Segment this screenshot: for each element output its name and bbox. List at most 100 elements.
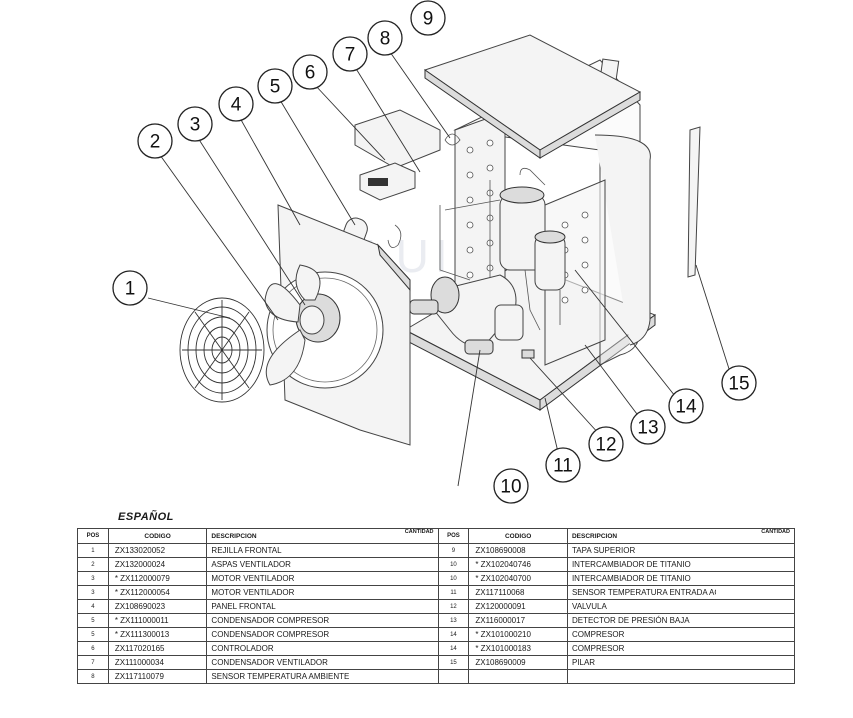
header-cantidad: CANTIDAD bbox=[355, 528, 439, 544]
pillar bbox=[687, 126, 701, 278]
part-description: CONDENSADOR VENTILADOR bbox=[206, 655, 356, 670]
svg-text:3: 3 bbox=[190, 115, 201, 136]
part-pos: 10 bbox=[437, 571, 470, 586]
svg-text:4: 4 bbox=[231, 95, 242, 116]
svg-text:7: 7 bbox=[345, 45, 356, 66]
part-pos: 9 bbox=[437, 543, 470, 558]
part-description: SENSOR TEMPERATURA ENTRADA AGUA bbox=[566, 585, 717, 600]
part-pos: 7 bbox=[77, 655, 109, 670]
part-description: DETECTOR DE PRESIÓN BAJA bbox=[566, 613, 717, 628]
part-code: ZX108690023 bbox=[107, 599, 208, 614]
part-code: ZX116000017 bbox=[468, 613, 568, 628]
part-quantity bbox=[716, 641, 796, 656]
part-quantity bbox=[716, 627, 796, 642]
svg-text:10: 10 bbox=[500, 477, 521, 498]
part-description bbox=[566, 669, 717, 684]
part-pos bbox=[437, 669, 470, 684]
svg-text:13: 13 bbox=[637, 418, 658, 439]
part-pos: 14 bbox=[437, 627, 470, 642]
part-quantity bbox=[716, 571, 796, 586]
part-pos: 5 bbox=[77, 613, 109, 628]
part-quantity bbox=[355, 571, 439, 586]
part-description: VALVULA bbox=[566, 599, 717, 614]
part-code: ZX120000091 bbox=[468, 599, 568, 614]
header-pos: POS bbox=[437, 528, 470, 544]
part-pos: 1 bbox=[77, 543, 109, 558]
titanium-heat-exchanger bbox=[409, 274, 524, 355]
part-code: ZX117020165 bbox=[107, 641, 208, 656]
svg-text:2: 2 bbox=[150, 132, 161, 153]
part-pos: 2 bbox=[77, 557, 109, 572]
part-quantity bbox=[716, 557, 796, 572]
part-quantity bbox=[355, 585, 439, 600]
part-code: * ZX112000079 bbox=[107, 571, 208, 586]
exploded-view-diagram: FLUIDRA bbox=[112, 0, 757, 504]
part-code: ZX108690009 bbox=[468, 655, 568, 670]
part-description: REJILLA FRONTAL bbox=[206, 543, 356, 558]
controller bbox=[354, 109, 441, 201]
callout-15: 15 bbox=[721, 365, 757, 401]
fan-grille bbox=[179, 297, 265, 403]
svg-text:15: 15 bbox=[728, 374, 749, 395]
callout-14: 14 bbox=[668, 388, 704, 424]
header-descripcion: DESCRIPCION bbox=[206, 528, 356, 544]
part-description: CONDENSADOR COMPRESOR bbox=[206, 627, 356, 642]
part-quantity bbox=[355, 557, 439, 572]
part-quantity bbox=[355, 627, 439, 642]
part-pos: 8 bbox=[77, 669, 109, 684]
part-quantity bbox=[355, 543, 439, 558]
callout-8: 8 bbox=[367, 20, 403, 56]
compressor bbox=[499, 186, 566, 291]
part-pos: 13 bbox=[437, 613, 470, 628]
callout-10: 10 bbox=[493, 468, 529, 504]
svg-text:8: 8 bbox=[380, 29, 391, 50]
header-codigo: CODIGO bbox=[468, 528, 568, 544]
svg-text:9: 9 bbox=[423, 9, 434, 30]
part-pos: 15 bbox=[437, 655, 470, 670]
part-code: ZX111000034 bbox=[107, 655, 208, 670]
part-code: ZX117110068 bbox=[468, 585, 568, 600]
part-quantity bbox=[716, 585, 796, 600]
table-language-heading: ESPAÑOL bbox=[118, 511, 174, 523]
part-code: * ZX101000183 bbox=[468, 641, 568, 656]
part-code: ZX117110079 bbox=[107, 669, 208, 684]
svg-text:12: 12 bbox=[595, 435, 616, 456]
part-description: SENSOR TEMPERATURA AMBIENTE bbox=[206, 669, 356, 684]
part-quantity bbox=[355, 599, 439, 614]
callout-2: 2 bbox=[137, 123, 173, 159]
part-quantity bbox=[716, 543, 796, 558]
part-code: ZX132000024 bbox=[107, 557, 208, 572]
part-code: * ZX101000210 bbox=[468, 627, 568, 642]
part-pos: 12 bbox=[437, 599, 470, 614]
part-pos: 3 bbox=[77, 585, 109, 600]
callout-13: 13 bbox=[630, 409, 666, 445]
part-quantity bbox=[716, 655, 796, 670]
parts-table: POS CODIGO DESCRIPCION CANTIDAD POS CODI… bbox=[77, 528, 796, 684]
part-code: * ZX102040746 bbox=[468, 557, 568, 572]
part-description: ASPAS VENTILADOR bbox=[206, 557, 356, 572]
part-code: * ZX112000054 bbox=[107, 585, 208, 600]
part-quantity bbox=[716, 613, 796, 628]
part-quantity bbox=[716, 669, 796, 684]
part-quantity bbox=[355, 655, 439, 670]
table-header-row: POS CODIGO DESCRIPCION CANTIDAD POS CODI… bbox=[77, 528, 796, 544]
part-quantity bbox=[716, 599, 796, 614]
part-description: MOTOR VENTILADOR bbox=[206, 571, 356, 586]
svg-text:5: 5 bbox=[270, 77, 281, 98]
part-description: INTERCAMBIADOR DE TITANIO bbox=[566, 557, 717, 572]
header-pos: POS bbox=[77, 528, 109, 544]
part-description: MOTOR VENTILADOR bbox=[206, 585, 356, 600]
part-pos: 11 bbox=[437, 585, 470, 600]
part-description: PILAR bbox=[566, 655, 717, 670]
header-codigo: CODIGO bbox=[107, 528, 208, 544]
svg-text:1: 1 bbox=[125, 279, 136, 300]
svg-text:11: 11 bbox=[553, 456, 573, 477]
callout-4: 4 bbox=[218, 86, 254, 122]
